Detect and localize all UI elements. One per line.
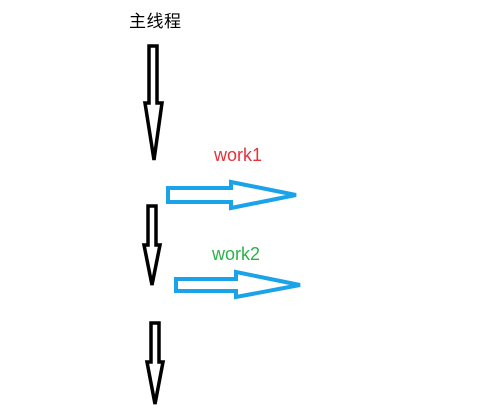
main-arrow-1 [142, 44, 165, 161]
work2-arrow [174, 269, 301, 300]
work1-label: work1 [214, 145, 263, 165]
main-arrow-3 [144, 321, 166, 405]
main-arrow-2 [141, 204, 163, 286]
work1-arrow [166, 179, 297, 211]
work2-label: work2 [212, 244, 261, 264]
main-thread-title: 主线程 [129, 12, 182, 32]
